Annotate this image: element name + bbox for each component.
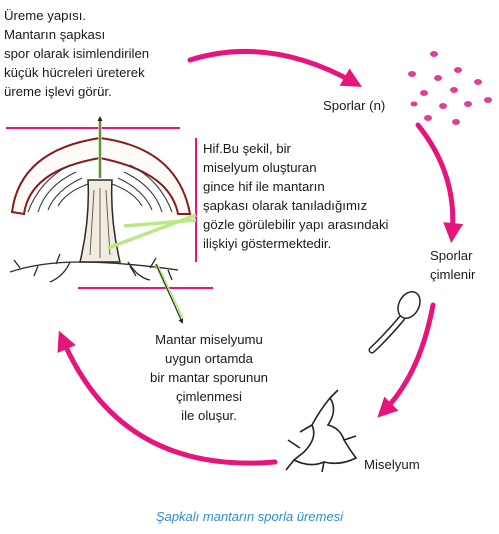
mycelium-formation-text: Mantar miselyumu uygun ortamda bir manta… xyxy=(149,332,269,423)
spore xyxy=(424,115,432,121)
cycle-arrow-to-mushroom xyxy=(57,330,278,466)
spore xyxy=(474,79,482,85)
spore xyxy=(484,97,492,103)
spore xyxy=(410,101,418,107)
mushroom-cap xyxy=(10,136,192,216)
spore xyxy=(420,90,428,96)
spore xyxy=(439,103,447,109)
spore xyxy=(452,119,460,125)
spore xyxy=(454,67,462,73)
root-hyphae xyxy=(9,253,179,283)
reproduction-structure-text: Üreme yapısı. Mantarın şapkası spor olar… xyxy=(4,8,150,99)
spore xyxy=(450,87,458,93)
spore-cluster xyxy=(408,51,492,125)
spore xyxy=(464,101,472,107)
pointer-arrow-down xyxy=(155,263,184,324)
spore xyxy=(408,71,416,77)
mycelium-sketch xyxy=(285,389,358,473)
cycle-arrow-to-mycelium xyxy=(377,302,436,418)
cycle-arrow-to-germination xyxy=(415,122,464,243)
hypha-text: Hif.Bu şekil, bir miselyum oluşturan gin… xyxy=(203,141,389,251)
germinating-spore xyxy=(368,291,421,354)
spore xyxy=(434,75,442,81)
spore xyxy=(430,51,438,57)
figure-caption: Şapkalı mantarın sporla üremesi xyxy=(155,509,344,524)
cycle-arrow-to-spores xyxy=(187,48,362,87)
stage-label-mycelium: Miselyum xyxy=(364,457,420,472)
stage-label-spores: Sporlar (n) xyxy=(323,98,386,113)
stage-label-germination: Sporlar çimlenir xyxy=(430,248,476,282)
mushroom-illustration xyxy=(9,136,192,283)
